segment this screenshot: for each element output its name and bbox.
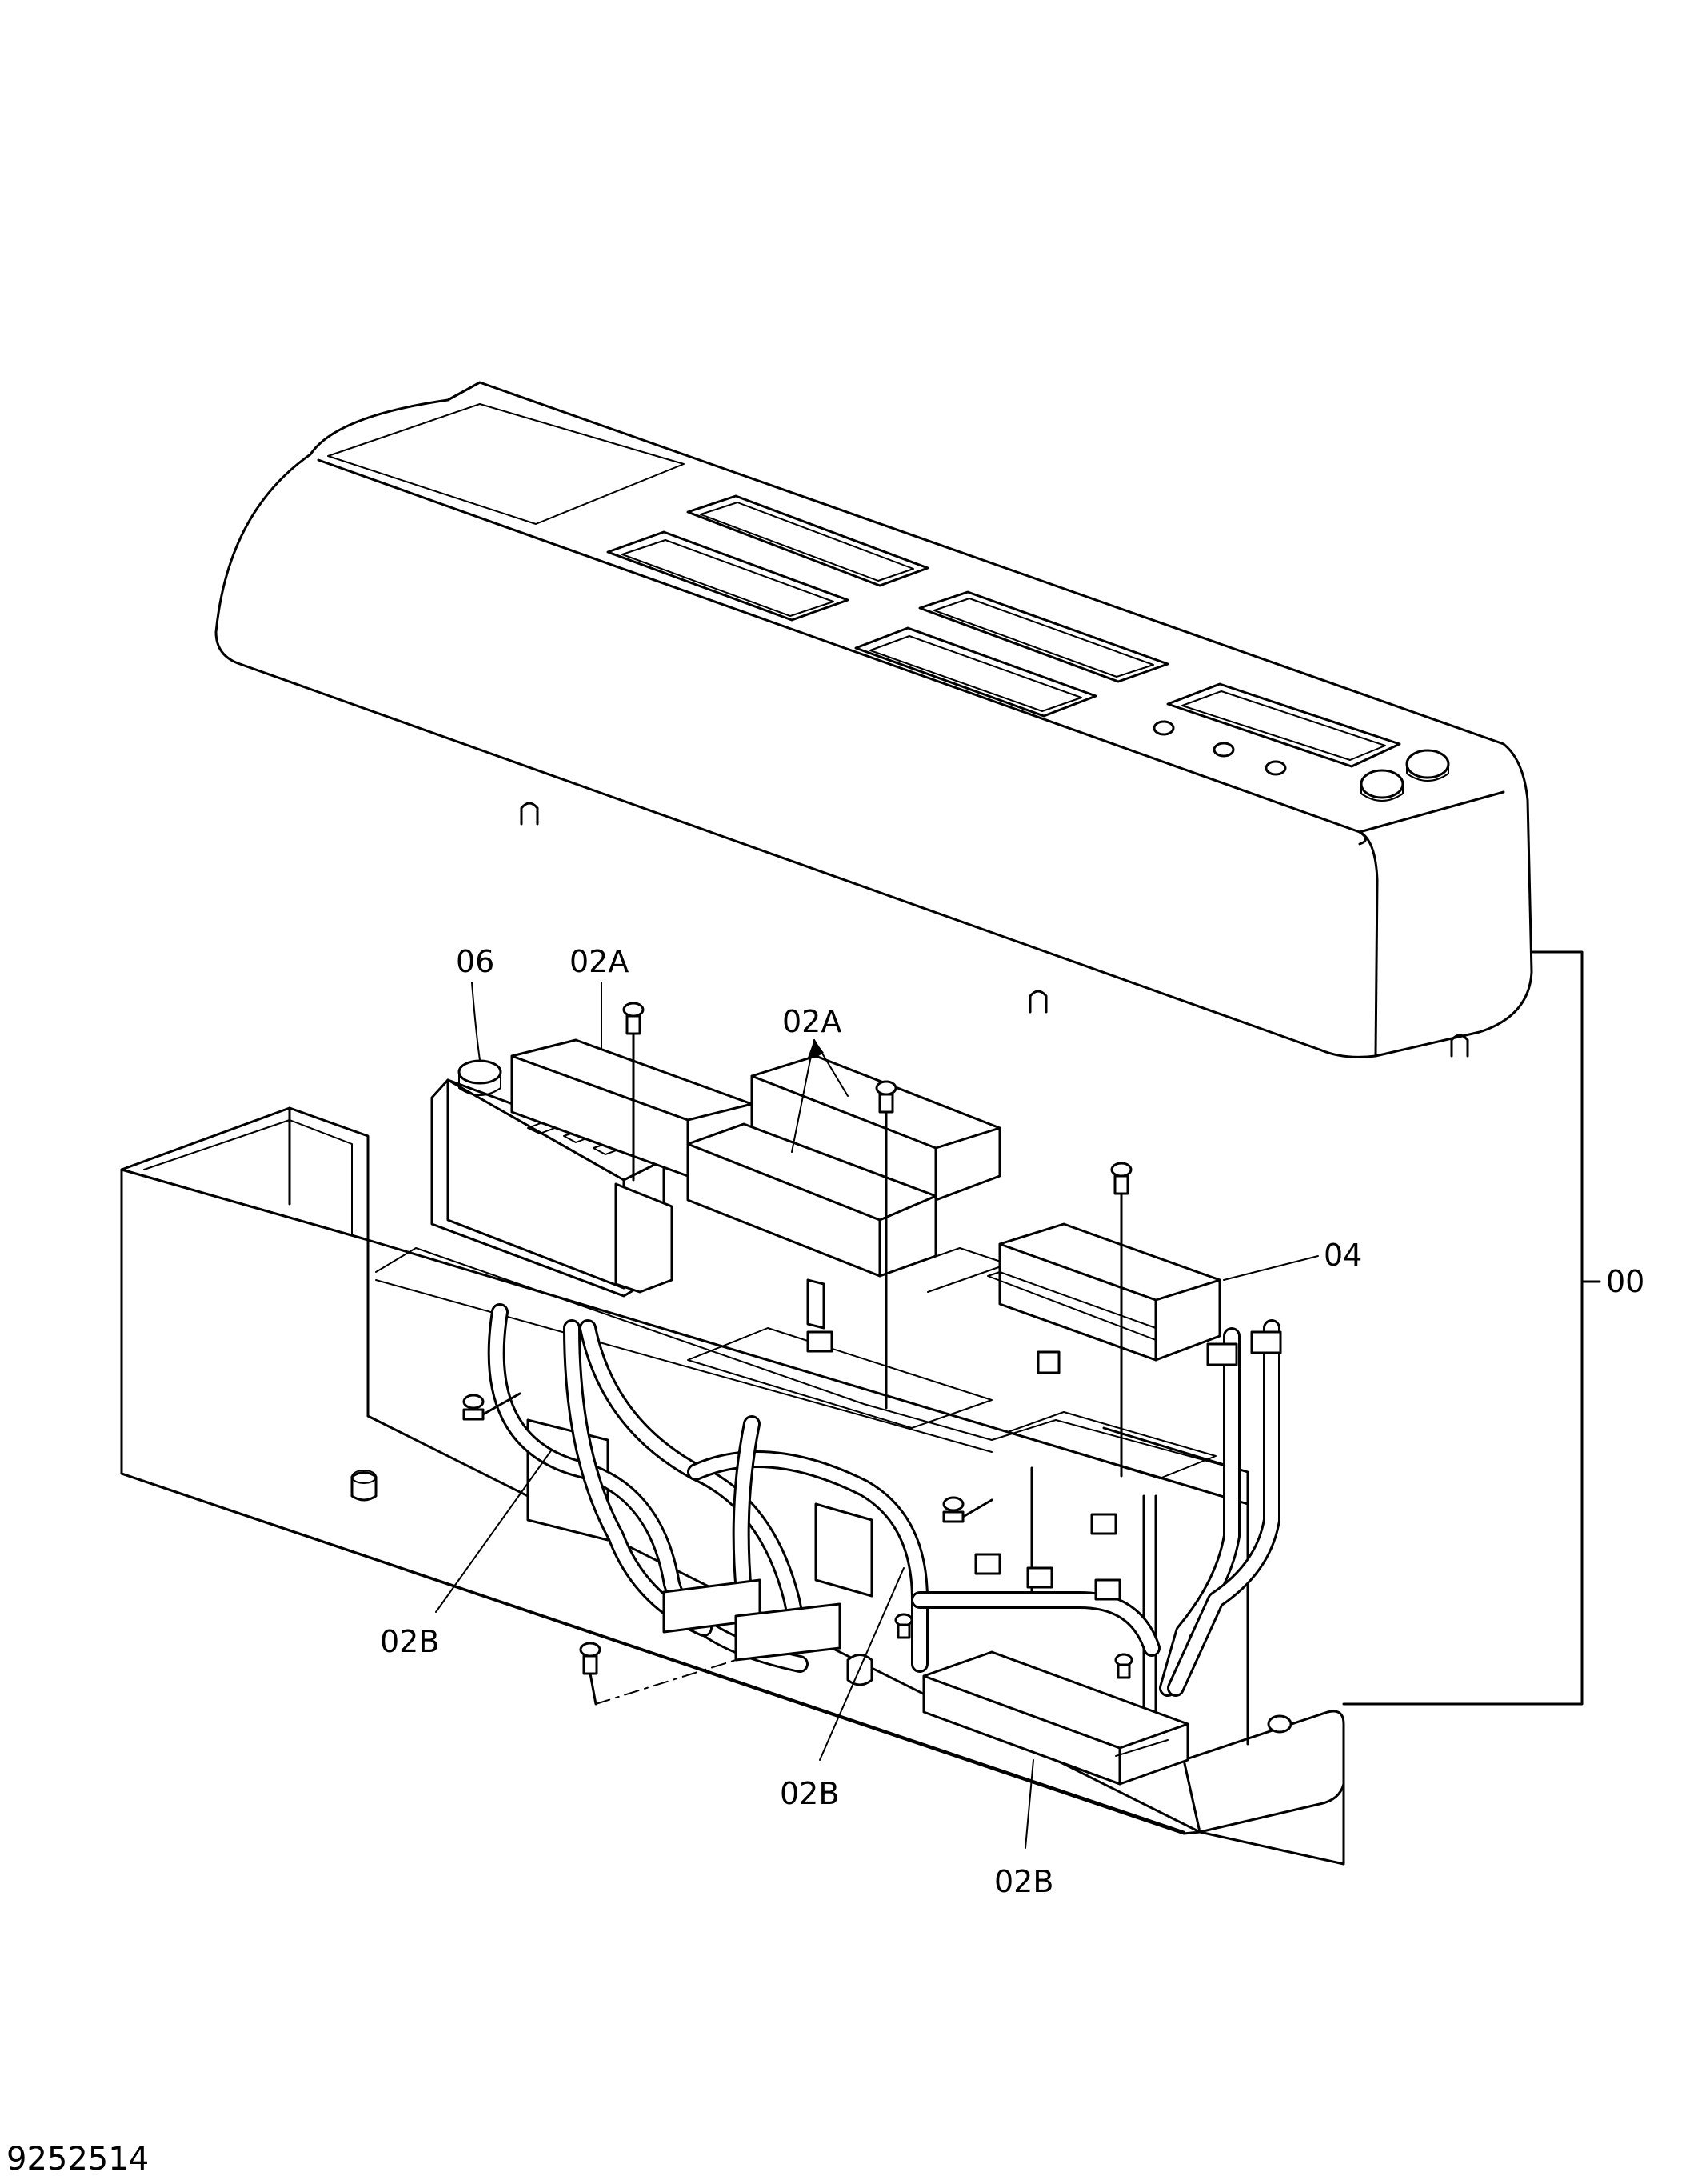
- screw-bottom-right: [894, 1613, 1133, 1679]
- screw-bottom: [579, 1642, 737, 1706]
- top-cover: [214, 381, 1533, 1058]
- label-04: 04: [1324, 1238, 1362, 1273]
- screw-04: [1110, 1162, 1133, 1478]
- label-02a-left: 02A: [569, 944, 629, 979]
- controller-unit: [430, 1059, 673, 1298]
- harness-box-02b: [922, 1650, 1189, 1786]
- label-02a-right: 02A: [782, 1004, 841, 1039]
- relay-box-04: [987, 1222, 1221, 1362]
- label-02b-mid: 02B: [780, 1776, 839, 1811]
- screw-02a-right: [875, 1080, 897, 1410]
- relay-box-02a: [510, 1038, 1009, 1293]
- label-02b-bottom: 02B: [994, 1864, 1053, 1899]
- label-06: 06: [456, 944, 494, 979]
- leader-lines: [435, 950, 1601, 1849]
- screw-side-mid: [942, 1496, 993, 1523]
- label-02b-left: 02B: [380, 1624, 439, 1659]
- label-00: 00: [1606, 1264, 1644, 1299]
- wire-harness: [487, 1303, 1280, 1697]
- screws: [462, 1002, 1133, 1706]
- figure-number: 9252514: [6, 2141, 149, 2178]
- connectors: [662, 1278, 1282, 1662]
- screw-side-left: [462, 1392, 521, 1421]
- screw-02a-left: [622, 1002, 645, 1182]
